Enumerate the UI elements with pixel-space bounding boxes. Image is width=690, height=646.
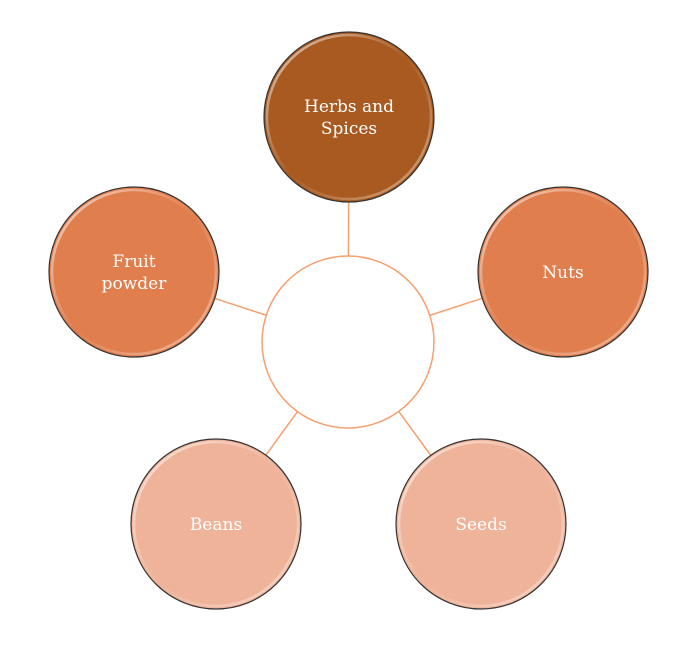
node-label: powder <box>102 274 168 294</box>
center-circle <box>261 255 435 429</box>
node-beans: Beans <box>130 438 302 610</box>
node-seeds: Seeds <box>395 438 567 610</box>
node-circle <box>263 31 435 203</box>
node-highlight <box>265 33 433 201</box>
node-label: Herbs and <box>304 97 394 117</box>
node-highlight <box>397 440 565 608</box>
node-label: Fruit <box>112 252 155 272</box>
node-label: Beans <box>190 515 242 535</box>
connector-nuts <box>429 297 483 317</box>
connector-fruit-powder <box>214 297 267 316</box>
node-circle <box>477 186 649 358</box>
node-highlight <box>50 188 218 356</box>
node-nuts: Nuts <box>477 186 649 358</box>
node-circle <box>48 186 220 358</box>
node-highlight <box>479 188 647 356</box>
node-circle <box>395 438 567 610</box>
node-label: Seeds <box>455 515 506 535</box>
node-label: Spices <box>321 119 377 139</box>
node-circle <box>130 438 302 610</box>
node-highlight <box>132 440 300 608</box>
node-label: Nuts <box>542 263 583 283</box>
connector-beans <box>265 411 299 456</box>
connector-seeds <box>398 410 432 456</box>
